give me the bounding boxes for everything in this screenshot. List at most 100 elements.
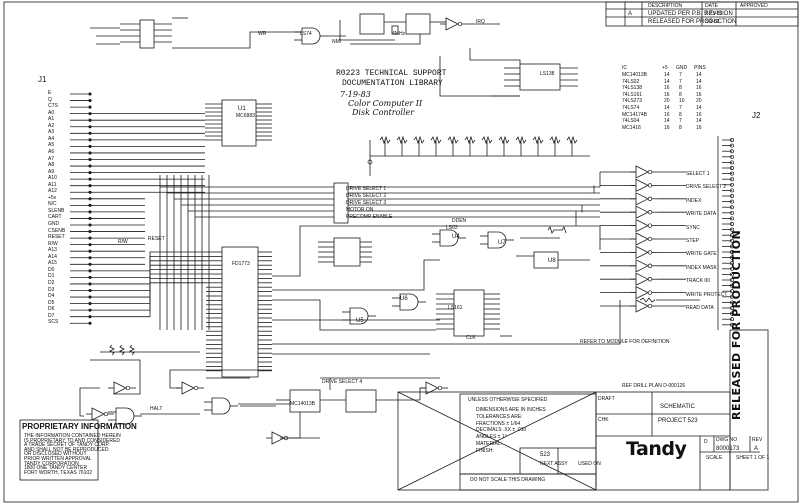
proprietary-title: PROPRIETARY INFORMATION xyxy=(22,422,137,431)
inverter-bubble xyxy=(647,263,653,268)
u1-chip xyxy=(221,99,257,147)
inverter-bubble xyxy=(437,385,443,391)
power-row-gnd: 7 xyxy=(679,72,682,78)
wire xyxy=(272,225,601,277)
j2-signal-label: SYNC xyxy=(686,224,700,231)
rev-header-description: DESCRIPTION xyxy=(648,3,683,9)
sheet-border xyxy=(3,1,799,503)
next-assy-label: NEXT ASSY xyxy=(540,461,568,467)
j1-pin-label: GND xyxy=(48,221,60,227)
j1-pin-label: D3 xyxy=(48,286,55,293)
j2-signal-label: DRIVE SELECT 2 xyxy=(686,184,727,191)
mc14013-ff-1 xyxy=(289,389,321,413)
release-stamp-box xyxy=(729,329,769,491)
tandy-logo: Tandy xyxy=(626,438,687,460)
model-number: 523 xyxy=(540,452,551,458)
osc-wire xyxy=(350,34,421,45)
j1-pin-label: A14 xyxy=(48,253,57,260)
drawn-label: DRAFT xyxy=(598,396,615,402)
part-u5: U5 xyxy=(356,318,364,324)
module-note: REFER TO MODULE FOR DEFINITION xyxy=(580,339,670,345)
spec-line: ANGLES ± 1° xyxy=(476,434,507,441)
spec-header: UNLESS OTHERWISE SPECIFIED xyxy=(468,397,548,403)
power-header-pins: PINS xyxy=(694,65,706,71)
checked-label: CHK xyxy=(598,417,609,423)
j1-pin-label: A3 xyxy=(48,129,55,136)
resistor xyxy=(109,344,115,356)
part-fd1773: FD1773 xyxy=(232,261,250,267)
data-bus-wire xyxy=(90,282,206,318)
inverter-bubble xyxy=(647,169,653,175)
net-wr: WR xyxy=(258,31,267,37)
data-bus-wire xyxy=(90,251,206,272)
part-u8: U8 xyxy=(548,258,556,264)
library-stamp-line2: DOCUMENTATION LIBRARY xyxy=(342,79,443,88)
pulldown-resistor xyxy=(639,297,656,303)
net-nmi: NMI xyxy=(332,39,342,45)
ls02-gate-u7 xyxy=(487,231,507,249)
part-u4: U4 xyxy=(452,234,460,240)
line-driver xyxy=(635,192,649,206)
power-header-5v: +5 xyxy=(662,65,668,71)
scale-label: SCALE xyxy=(706,455,723,461)
rev-row-2-date: 3-9-82 xyxy=(705,19,720,25)
line-driver xyxy=(635,165,649,179)
halt-gate-2 xyxy=(211,397,231,415)
test-point xyxy=(367,159,373,165)
inverter-bubble xyxy=(457,21,463,27)
inverter-bubble xyxy=(647,236,653,242)
inverter-bubble xyxy=(647,290,653,295)
inverter-bubble xyxy=(647,210,653,215)
power-row-gnd: 8 xyxy=(679,91,682,98)
dwg-no-value: 8000173 xyxy=(716,446,740,452)
inverter-bubble xyxy=(647,196,653,201)
line-driver xyxy=(635,218,649,233)
size-value: D xyxy=(704,439,708,445)
released-for-production-stamp: RELEASED FOR PRODUCTION xyxy=(730,229,743,420)
j1-pin-label: +5v xyxy=(48,194,57,201)
power-row-gnd: 7 xyxy=(679,118,682,125)
proprietary-box xyxy=(19,419,99,481)
j1-pin-label: A15 xyxy=(48,260,57,267)
spec-line: MATERIAL: xyxy=(476,441,503,447)
j1-pin-label: D2 xyxy=(48,279,55,286)
power-row-gnd: 8 xyxy=(679,85,682,92)
part-ls74: LS74 xyxy=(300,31,312,37)
inverter-1 xyxy=(113,381,127,395)
part-ls138: LS138 xyxy=(540,71,555,77)
power-row-pins: 16 xyxy=(696,85,702,92)
j1-pin-label: R/W xyxy=(48,240,58,247)
part-u1-type: MC6883 xyxy=(236,113,255,119)
power-row-ic: 74LS04 xyxy=(622,118,640,125)
power-row-5v: 16 xyxy=(664,111,670,118)
inverter-2 xyxy=(91,407,105,421)
wire xyxy=(272,259,440,291)
spec-line: TOLERANCES ARE: xyxy=(476,413,523,420)
j1-pin-dot xyxy=(88,105,92,109)
power-row-gnd: 8 xyxy=(679,111,682,118)
j1-pin-label: CTS xyxy=(48,103,58,110)
u2-chip xyxy=(333,237,361,267)
osc-flipflop-1 xyxy=(359,13,385,35)
j2-signal-label: TRACK 00 xyxy=(686,278,710,285)
wire xyxy=(376,387,426,401)
j1-pin-label: Q xyxy=(48,96,52,103)
proprietary-line: 1800 ONE TANDY CENTER xyxy=(24,465,88,472)
line-driver xyxy=(635,245,649,260)
ls02-gate-u4 xyxy=(439,229,459,247)
j2-signal-label: WRITE DATA xyxy=(686,211,717,218)
sheet-label: SHEET 1 OF 1 xyxy=(736,455,770,461)
line-driver xyxy=(635,178,649,193)
proprietary-line: TANDY CORPORATION xyxy=(24,460,79,467)
spec-line: FINISH: xyxy=(476,447,494,454)
power-row-pins: 16 xyxy=(696,111,702,118)
drive-line-2: DRIVE SELECT 2 xyxy=(346,193,387,199)
j1-pin-dot xyxy=(88,92,92,96)
power-row-pins: 14 xyxy=(696,118,702,125)
power-row-ic: 74LS273 xyxy=(622,98,643,105)
line-driver xyxy=(635,205,649,219)
u5-gate xyxy=(349,307,369,325)
inverter-3 xyxy=(181,381,195,395)
part-u1: U1 xyxy=(238,106,246,112)
drive-line-3: DRIVE SELECT 3 xyxy=(346,200,387,206)
